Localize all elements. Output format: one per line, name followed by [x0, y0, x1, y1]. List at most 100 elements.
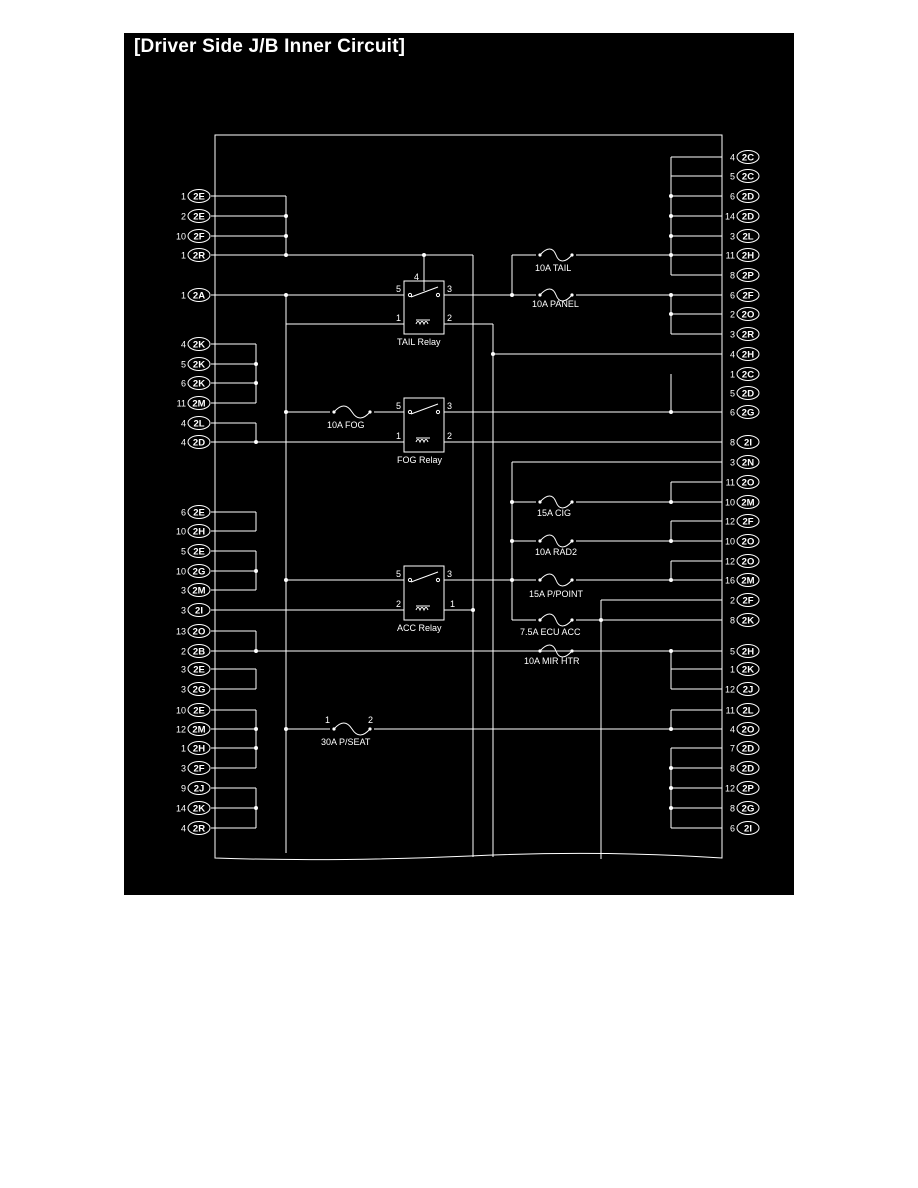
connector-oval: [736, 821, 760, 835]
connector-id: 2D: [742, 764, 754, 775]
connector-pin-number: 8: [730, 616, 735, 626]
connector-oval: [187, 703, 211, 717]
relay-pin-number: 2: [396, 599, 401, 609]
connector-pin-number: 10: [176, 567, 186, 577]
connector-oval: [736, 268, 760, 282]
connector-oval: [187, 662, 211, 676]
connector-id: 2O: [193, 627, 206, 638]
connector-oval: [187, 416, 211, 430]
connector-pin-number: 8: [730, 764, 735, 774]
connector-id: 2E: [193, 706, 205, 717]
connector-oval: [736, 169, 760, 183]
connector-id: 2H: [193, 744, 205, 755]
connector-oval: [736, 554, 760, 568]
connector-id: 2K: [742, 665, 754, 676]
connector-pin-number: 1: [181, 251, 186, 261]
connector-id: 2C: [742, 172, 754, 183]
connector-pin-number: 14: [176, 804, 186, 814]
connector-id: 2F: [742, 291, 753, 302]
connector-pin-number: 4: [181, 419, 186, 429]
connector-id: 2E: [193, 192, 205, 203]
connector-id: 2G: [193, 685, 206, 696]
connector-pin-number: 14: [725, 212, 735, 222]
connector-id: 2D: [193, 438, 205, 449]
connector-id: 2O: [742, 537, 755, 548]
connector-id: 2K: [193, 340, 205, 351]
connector-pin-number: 4: [730, 153, 735, 163]
connector-oval: [736, 495, 760, 509]
connector-id: 2G: [742, 804, 755, 815]
fuse-10a-rad2: [538, 534, 574, 548]
connector-pin-number: 3: [181, 685, 186, 695]
connector-id: 2J: [743, 685, 754, 696]
connector-pin-number: 6: [181, 379, 186, 389]
connector-pin-number: 6: [181, 508, 186, 518]
acc-relay: 5 3 2 1 ACC Relay: [396, 565, 455, 633]
right-connector-pin: 14 2D: [725, 209, 760, 223]
connector-id: 2B: [193, 647, 205, 658]
connector-pin-number: 11: [726, 251, 735, 261]
connector-oval: [736, 613, 760, 627]
connector-id: 2H: [193, 527, 205, 538]
connector-id: 2E: [193, 665, 205, 676]
connector-oval: [736, 307, 760, 321]
connector-pin-number: 12: [725, 517, 735, 527]
connector-pin-number: 1: [181, 744, 186, 754]
relay-pin-number: 3: [447, 284, 452, 294]
connector-id: 2D: [742, 389, 754, 400]
right-wires: [493, 156, 722, 829]
connector-pin-number: 7: [730, 744, 735, 754]
connector-id: 2O: [742, 725, 755, 736]
connector-oval: [187, 624, 211, 638]
connector-oval: [187, 248, 211, 262]
connector-oval: [736, 703, 760, 717]
fuse-label: 30A P/SEAT: [321, 737, 371, 747]
connector-pin-number: 8: [730, 271, 735, 281]
connector-pin-number: 16: [725, 576, 735, 586]
relay-pin-number: 5: [396, 401, 401, 411]
connector-pin-number: 3: [730, 330, 735, 340]
connector-oval: [187, 544, 211, 558]
connector-oval: [736, 327, 760, 341]
fuse-30a-pseat: [332, 722, 372, 736]
connector-id: 2C: [742, 370, 754, 381]
relay-pin-number: 5: [396, 284, 401, 294]
connector-id: 2M: [192, 586, 205, 597]
fuse-label: 10A TAIL: [535, 263, 571, 273]
fuse-label: 10A MIR HTR: [524, 656, 580, 666]
fuse-7-5a-ecu-acc: [538, 613, 574, 627]
connector-pin-number: 3: [181, 586, 186, 596]
connector-id: 2F: [193, 764, 204, 775]
connector-id: 2G: [193, 567, 206, 578]
connector-oval: [736, 209, 760, 223]
connector-id: 2D: [742, 212, 754, 223]
connector-id: 2L: [742, 706, 753, 717]
fuse-labels: 10A TAIL 10A PANEL 10A FOG 15A CIG 10A R…: [321, 263, 584, 747]
connector-pin-number: 2: [181, 212, 186, 222]
connector-oval: [187, 376, 211, 390]
connector-pin-number: 4: [181, 824, 186, 834]
connector-oval: [187, 337, 211, 351]
fuse-label: 7.5A ECU ACC: [520, 627, 581, 637]
